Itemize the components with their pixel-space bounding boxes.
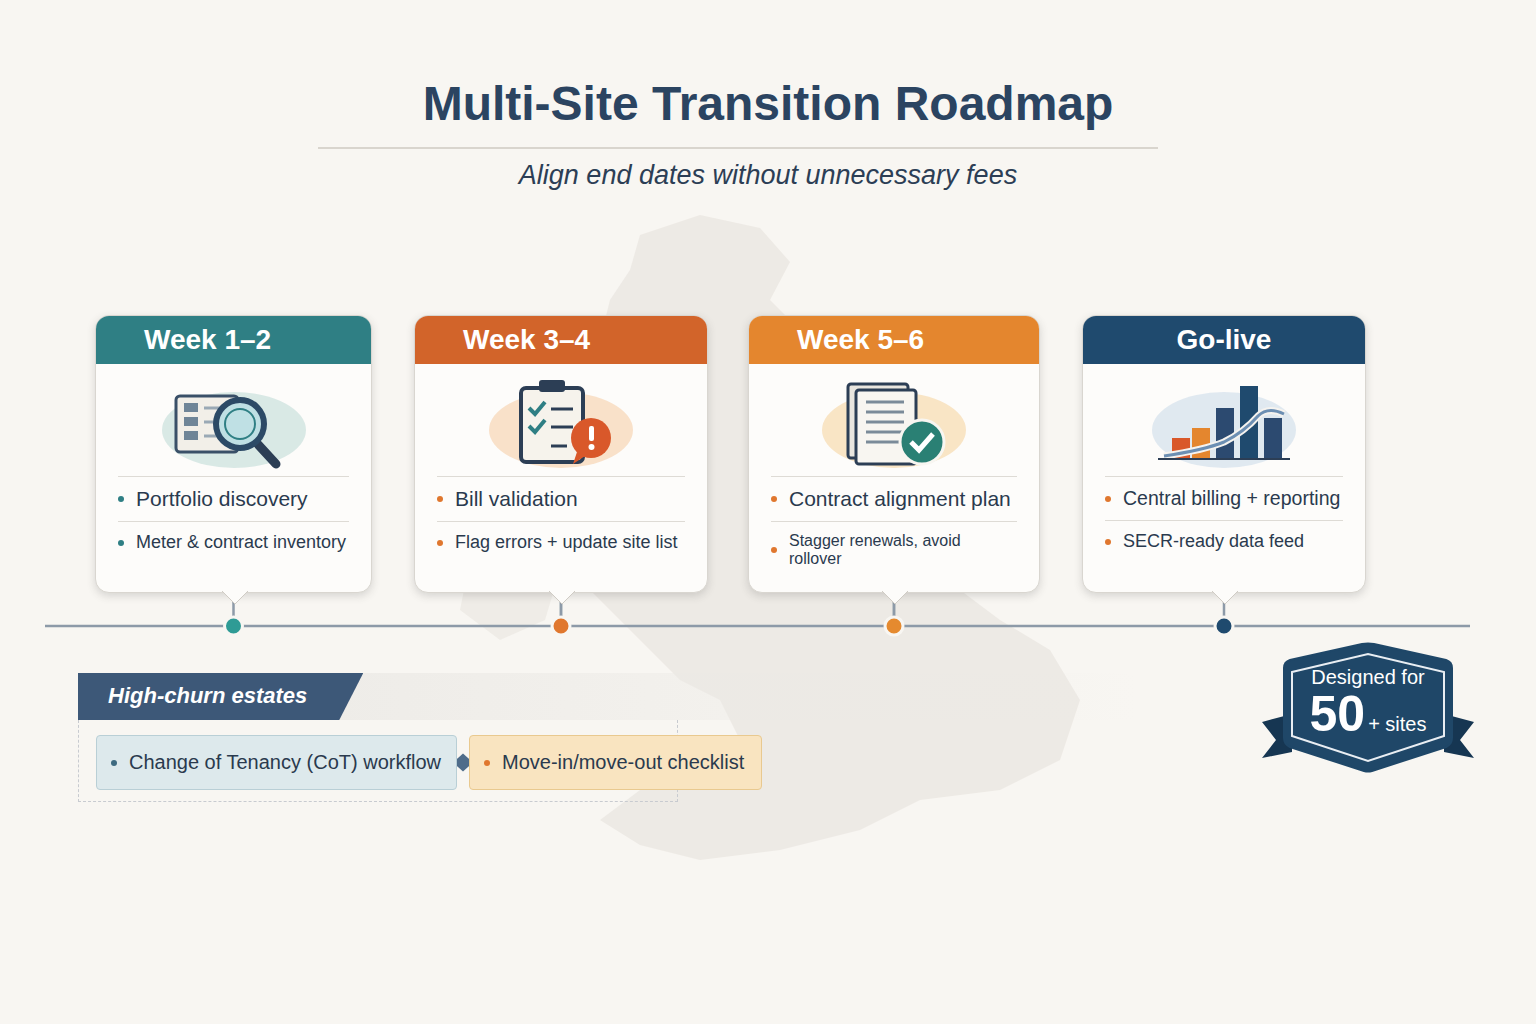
- card-pointer: [549, 591, 575, 605]
- bullet-text: Portfolio discovery: [136, 487, 349, 511]
- group-band: High-churn estatesChange of Tenancy (CoT…: [78, 673, 778, 803]
- bullet-text: Contract alignment plan: [789, 487, 1017, 511]
- bullet-row: Contract alignment plan: [771, 476, 1017, 521]
- badge-shape: [1262, 640, 1474, 775]
- phase-heading: Week 1–2: [96, 316, 371, 364]
- bullet-text: Flag errors + update site list: [455, 532, 685, 553]
- timeline-dot: [885, 617, 903, 635]
- badge-number: 50: [1310, 689, 1366, 739]
- bullet-text: Central billing + reporting: [1123, 487, 1343, 510]
- step-text: Change of Tenancy (CoT) workflow: [129, 751, 441, 774]
- bullet-dot: [111, 760, 117, 766]
- bullet-text: Stagger renewals, avoid rollover: [789, 532, 1017, 568]
- bullet-row: SECR-ready data feed: [1105, 520, 1343, 562]
- timeline-dot: [552, 617, 570, 635]
- timeline-dot: [225, 617, 243, 635]
- step-box: Move-in/move-out checklist: [469, 735, 762, 790]
- bullet-dot: [1105, 496, 1111, 502]
- caption: Align end dates without unnecessary fees: [0, 160, 1536, 191]
- bullet-dot: [771, 496, 777, 502]
- bullet-row: Meter & contract inventory: [118, 521, 349, 563]
- timeline-start: [45, 625, 225, 628]
- step-box: Change of Tenancy (CoT) workflow: [96, 735, 457, 790]
- bullet-row: Bill validation: [437, 476, 685, 521]
- bullet-row: Flag errors + update site list: [437, 521, 685, 563]
- phase-icon: [466, 364, 656, 476]
- bullet-row: Central billing + reporting: [1105, 476, 1343, 520]
- bullet-row: Portfolio discovery: [118, 476, 349, 521]
- bullet-dot: [1105, 539, 1111, 545]
- timeline-dot: [1215, 617, 1233, 635]
- bullet-text: Bill validation: [455, 487, 685, 511]
- timeline-segment: [234, 593, 562, 626]
- bullet-dot: [771, 547, 777, 553]
- band-heading: High-churn estates: [78, 673, 363, 720]
- badge-text: Designed for: [1311, 666, 1424, 689]
- bullet-text: Meter & contract inventory: [136, 532, 349, 553]
- title-rule: [318, 147, 1158, 149]
- phase-heading: Go-live: [1083, 316, 1365, 364]
- bullet-dot: [118, 496, 124, 502]
- phase-card: Week 3–4Bill validationFlag errors + upd…: [414, 315, 708, 593]
- phase-icon: [139, 364, 329, 476]
- bullet-dot: [118, 540, 124, 546]
- bullet-text: SECR-ready data feed: [1123, 531, 1343, 552]
- step-text: Move-in/move-out checklist: [502, 751, 744, 774]
- card-pointer: [222, 591, 248, 605]
- bullet-row: Stagger renewals, avoid rollover: [771, 521, 1017, 578]
- phase-card: Week 5–6Contract alignment planStagger r…: [748, 315, 1040, 593]
- phase-icon: [1129, 364, 1319, 476]
- badge-shield: Designed for50+ sites: [1262, 640, 1474, 775]
- bullet-dot: [484, 760, 490, 766]
- bullet-dot: [437, 496, 443, 502]
- bullet-dot: [437, 540, 443, 546]
- title: Multi-Site Transition Roadmap: [0, 76, 1536, 131]
- badge-text: + sites: [1368, 713, 1426, 736]
- phase-card: Go-liveCentral billing + reportingSECR-r…: [1082, 315, 1366, 593]
- timeline-segment: [561, 593, 894, 626]
- phase-heading: Week 3–4: [415, 316, 707, 364]
- phase-icon: [799, 364, 989, 476]
- timeline-segment: [894, 593, 1224, 626]
- card-pointer: [1212, 591, 1238, 605]
- timeline-end: [1230, 625, 1470, 628]
- card-pointer: [882, 591, 908, 605]
- phase-card: Week 1–2Portfolio discoveryMeter & contr…: [95, 315, 372, 593]
- phase-heading: Week 5–6: [749, 316, 1039, 364]
